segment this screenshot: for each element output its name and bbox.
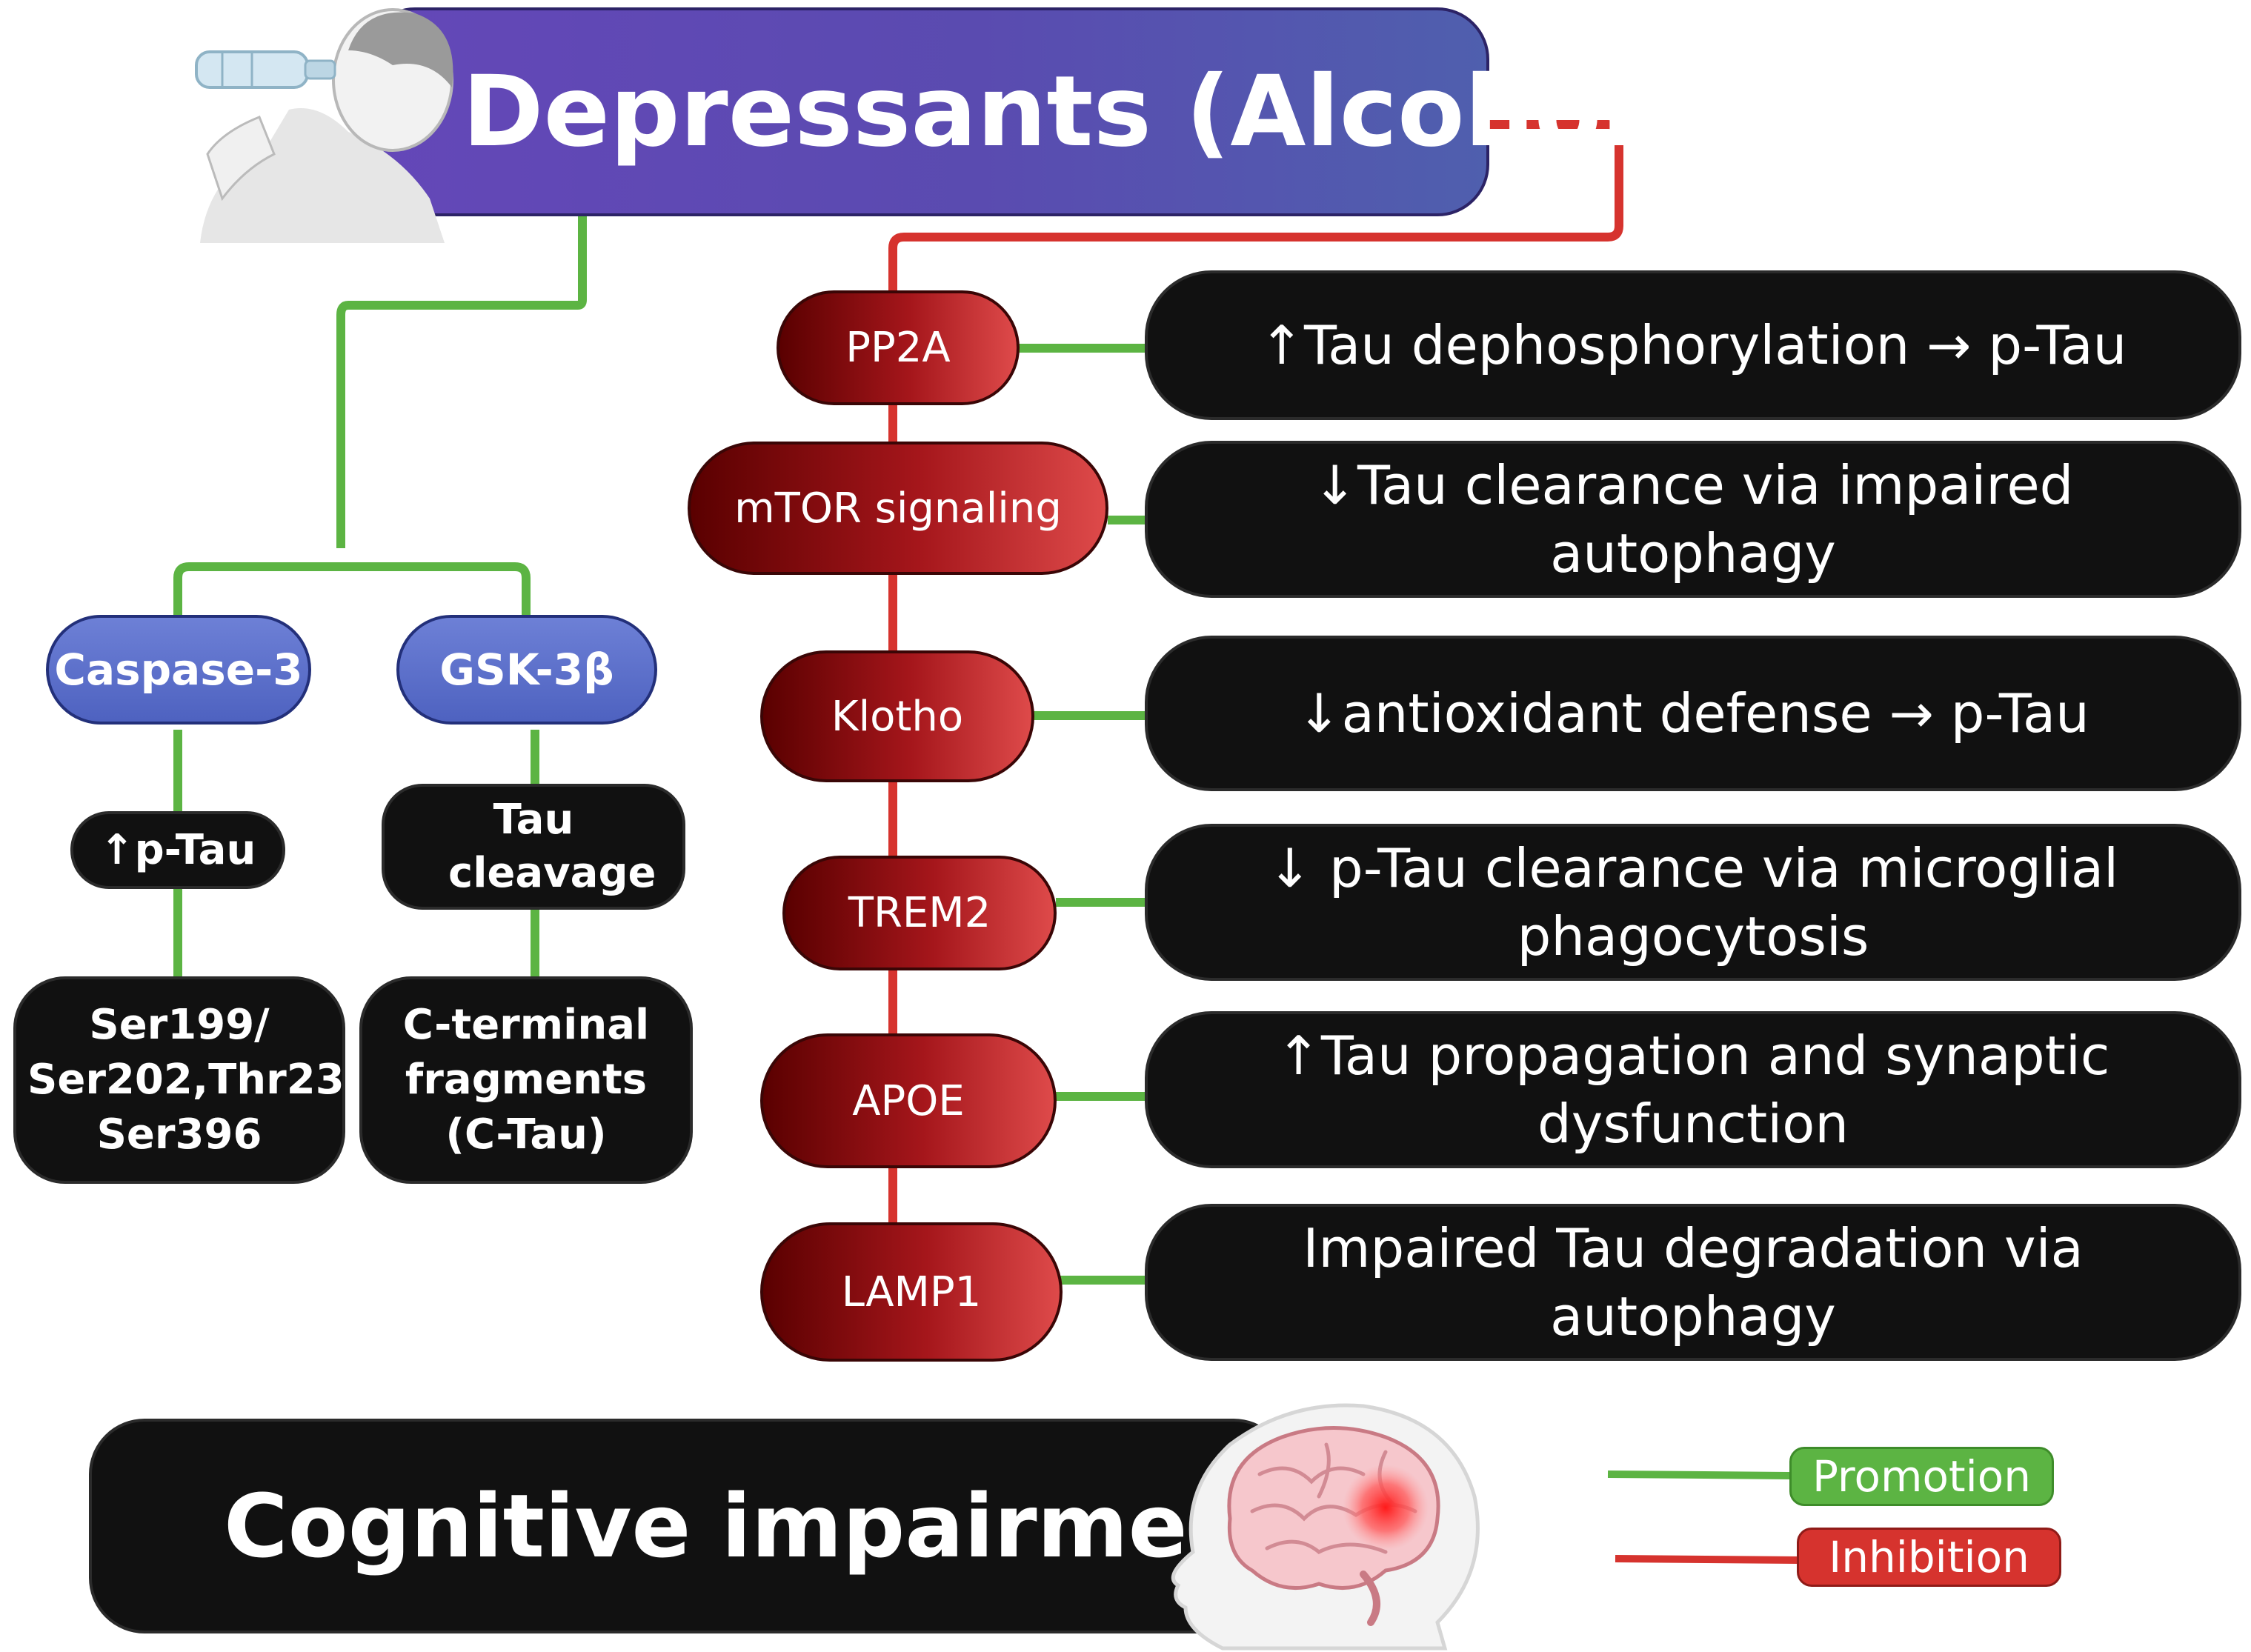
fragments-label: C-terminal fragments (C-Tau) [402, 1001, 650, 1159]
brain-head-icon [1171, 1403, 1480, 1651]
effect-box-mtor: ↓Tau clearance via impaired autophagy [1145, 441, 2241, 598]
pathway-node-pp2a: PP2A [777, 290, 1020, 405]
pathway-node-apoe: APOE [760, 1033, 1057, 1168]
effect-label: ↓ p-Tau clearance via microglial phagocy… [1267, 837, 2119, 967]
caspase-node: Caspase-3 [46, 615, 311, 725]
effect-box-apoe: ↑Tau propagation and synaptic dysfunctio… [1145, 1011, 2241, 1168]
ptau-label: ↑p-Tau [99, 826, 256, 874]
legend-inhibition: Inhibition [1797, 1528, 2061, 1587]
connector-title-to-right [888, 120, 1623, 1259]
legend-inhibition-label: Inhibition [1829, 1532, 2029, 1582]
effect-label: ↓antioxidant defense → p-Tau [1297, 682, 2089, 745]
cleavage-box: Tau cleavage [382, 784, 685, 910]
effect-box-lamp1: Impaired Tau degradation via autophagy [1145, 1204, 2241, 1361]
effect-label: ↓Tau clearance via impaired autophagy [1312, 454, 2074, 584]
pathway-node-lamp1: LAMP1 [760, 1222, 1063, 1362]
effect-box-pp2a: ↑Tau dephosphorylation → p-Tau [1145, 270, 2241, 420]
fragments-box: C-terminal fragments (C-Tau) [359, 976, 693, 1184]
pathway-node-trem2: TREM2 [782, 856, 1057, 970]
pathway-node-label: APOE [852, 1076, 965, 1125]
pathway-node-label: TREM2 [848, 889, 991, 937]
effect-label: ↑Tau propagation and synaptic dysfunctio… [1276, 1025, 2110, 1155]
gsk-label: GSK-3β [439, 645, 614, 695]
cleavage-label: Tau cleavage [448, 796, 656, 897]
legend-promotion: Promotion [1789, 1447, 2054, 1506]
gsk-node: GSK-3β [396, 615, 657, 725]
ptau-box: ↑p-Tau [70, 811, 285, 889]
legend-promotion-label: Promotion [1812, 1451, 2032, 1502]
connector-split-caspase-gsk [173, 562, 531, 622]
pathway-node-label: LAMP1 [841, 1268, 982, 1316]
effect-label: Impaired Tau degradation via autophagy [1303, 1217, 2084, 1348]
pathway-node-label: Klotho [831, 692, 964, 741]
person-drinking-icon [195, 8, 453, 243]
pathway-node-label: mTOR signaling [734, 484, 1062, 533]
caspase-label: Caspase-3 [54, 645, 303, 695]
outcome-box: Cognitive impairment [89, 1419, 1292, 1633]
effect-box-klotho: ↓antioxidant defense → p-Tau [1145, 636, 2241, 791]
effect-box-trem2: ↓ p-Tau clearance via microglial phagocy… [1145, 824, 2241, 981]
pathway-node-klotho: Klotho [760, 650, 1034, 782]
sites-box: Ser199/ Ser202,Thr23, Ser396 [13, 976, 360, 1184]
pathway-node-label: PP2A [845, 324, 951, 372]
outcome-label: Cognitive impairment [224, 1475, 1292, 1577]
sites-label: Ser199/ Ser202,Thr23, Ser396 [27, 1001, 360, 1159]
page-title: Depressants (Alcohol) [462, 55, 1680, 169]
connector-title-to-left [336, 215, 587, 548]
effect-label: ↑Tau dephosphorylation → p-Tau [1259, 314, 2127, 376]
title-box: Depressants (Alcohol) [363, 7, 1680, 216]
pathway-node-mtor: mTOR signaling [688, 442, 1108, 575]
